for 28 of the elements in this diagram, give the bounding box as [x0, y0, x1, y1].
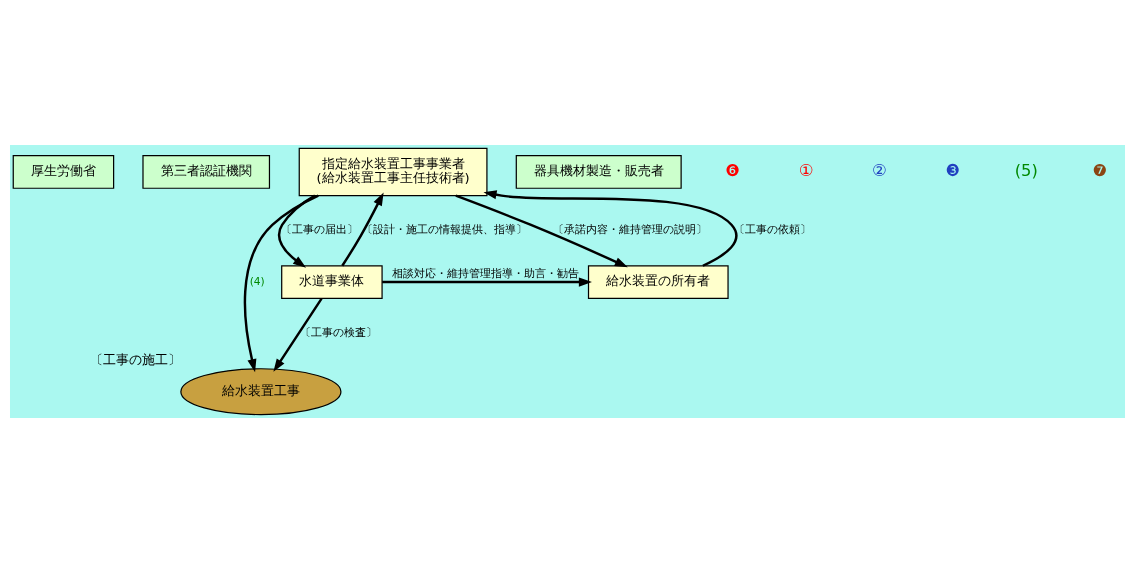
- node-label: 〔工事の施工〕: [89, 351, 181, 367]
- node-box: 器具機材製造・販売者: [515, 154, 682, 189]
- node-box: 給水装置の所有者: [587, 264, 729, 299]
- arrow: [243, 194, 319, 372]
- arrow: [382, 277, 592, 287]
- label: ❸: [945, 160, 961, 180]
- node-box: 第三者認証機関: [142, 154, 271, 189]
- arrow: [273, 297, 323, 372]
- node-box: 厚生労働省: [12, 154, 115, 189]
- edge-label: 〔設計・施工の情報提供、指導〕: [362, 222, 528, 235]
- label: ❻: [725, 160, 740, 180]
- edge-label: (4): [249, 274, 265, 287]
- arrow: [341, 191, 384, 266]
- edge-label: 〔工事の検査〕: [299, 325, 377, 338]
- arrow: [483, 189, 738, 267]
- label: (5): [1014, 160, 1038, 180]
- edge-label: 〔工事の依頼〕: [734, 222, 812, 235]
- node-box: 指定給水装置工事事業者 (給水装置工事主任技術者): [298, 147, 488, 196]
- label: ❼: [1092, 160, 1108, 180]
- label: ①: [798, 160, 814, 180]
- node-ellipse: 給水装置工事: [180, 367, 342, 415]
- edge-label: 〔承諾内容・維持管理の説明〕: [552, 222, 707, 235]
- edge-label: 相談対応・維持管理指導・助言・勧告: [391, 266, 579, 279]
- arrow: [277, 194, 316, 268]
- edge-label: 〔工事の届出〕: [280, 222, 358, 235]
- node-box: 水道事業体: [281, 264, 383, 299]
- label: ②: [872, 160, 887, 180]
- arrow: [455, 194, 628, 267]
